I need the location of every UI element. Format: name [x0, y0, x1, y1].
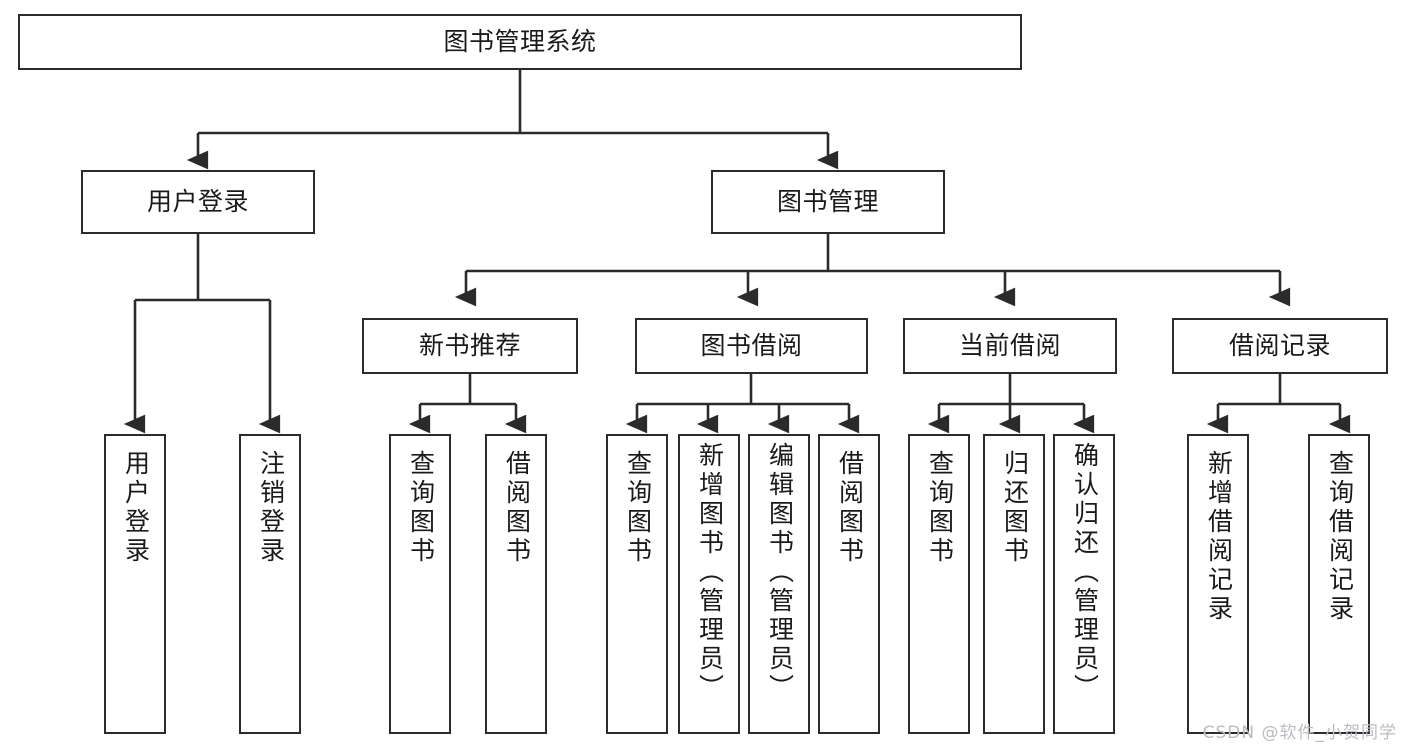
csdn-watermark: CSDN @软件_小贺同学 [1202, 723, 1397, 743]
node-borrow-records[interactable]: 借阅记录 [1172, 318, 1388, 374]
node-label: 借阅图书 [502, 450, 531, 566]
node-label: 用户登录 [121, 450, 150, 566]
node-label: 图书借阅 [700, 332, 803, 360]
node-label: 确认归还（管理员） [1070, 442, 1099, 703]
node-book-management[interactable]: 图书管理 [711, 170, 945, 234]
leaf-borrow-book[interactable]: 借阅图书 [818, 434, 880, 734]
node-book-borrow[interactable]: 图书借阅 [635, 318, 868, 374]
leaf-user-login[interactable]: 用户登录 [104, 434, 166, 734]
node-new-book-recommend[interactable]: 新书推荐 [362, 318, 578, 374]
node-user-login[interactable]: 用户登录 [81, 170, 315, 234]
node-current-borrow[interactable]: 当前借阅 [903, 318, 1117, 374]
node-label: 图书管理 [776, 188, 879, 216]
leaf-add-book-admin[interactable]: 新增图书（管理员） [678, 434, 740, 734]
node-label: 查询借阅记录 [1325, 450, 1354, 624]
leaf-edit-book-admin[interactable]: 编辑图书（管理员） [748, 434, 810, 734]
node-label: 编辑图书（管理员） [765, 442, 794, 703]
leaf-confirm-return-admin[interactable]: 确认归还（管理员） [1053, 434, 1115, 734]
node-label: 归还图书 [1000, 450, 1029, 566]
leaf-query-book-recommend[interactable]: 查询图书 [389, 434, 451, 734]
node-label: 新增借阅记录 [1204, 450, 1233, 624]
node-label: 注销登录 [256, 450, 285, 566]
leaf-add-borrow-record[interactable]: 新增借阅记录 [1187, 434, 1249, 734]
leaf-query-book-current[interactable]: 查询图书 [908, 434, 970, 734]
leaf-borrow-book-recommend[interactable]: 借阅图书 [485, 434, 547, 734]
leaf-logout-login[interactable]: 注销登录 [239, 434, 301, 734]
node-label: 查询图书 [925, 450, 954, 566]
node-label: 图书管理系统 [443, 28, 597, 56]
leaf-query-borrow-record[interactable]: 查询借阅记录 [1308, 434, 1370, 734]
node-label: 查询图书 [623, 450, 652, 566]
leaf-query-book-borrow[interactable]: 查询图书 [606, 434, 668, 734]
node-label: 借阅图书 [835, 450, 864, 566]
leaf-return-book[interactable]: 归还图书 [983, 434, 1045, 734]
node-label: 查询图书 [406, 450, 435, 566]
node-root-book-management-system[interactable]: 图书管理系统 [18, 14, 1022, 70]
node-label: 当前借阅 [958, 332, 1061, 360]
node-label: 借阅记录 [1228, 332, 1331, 360]
node-label: 新书推荐 [418, 332, 521, 360]
node-label: 用户登录 [146, 188, 249, 216]
node-label: 新增图书（管理员） [695, 442, 724, 703]
